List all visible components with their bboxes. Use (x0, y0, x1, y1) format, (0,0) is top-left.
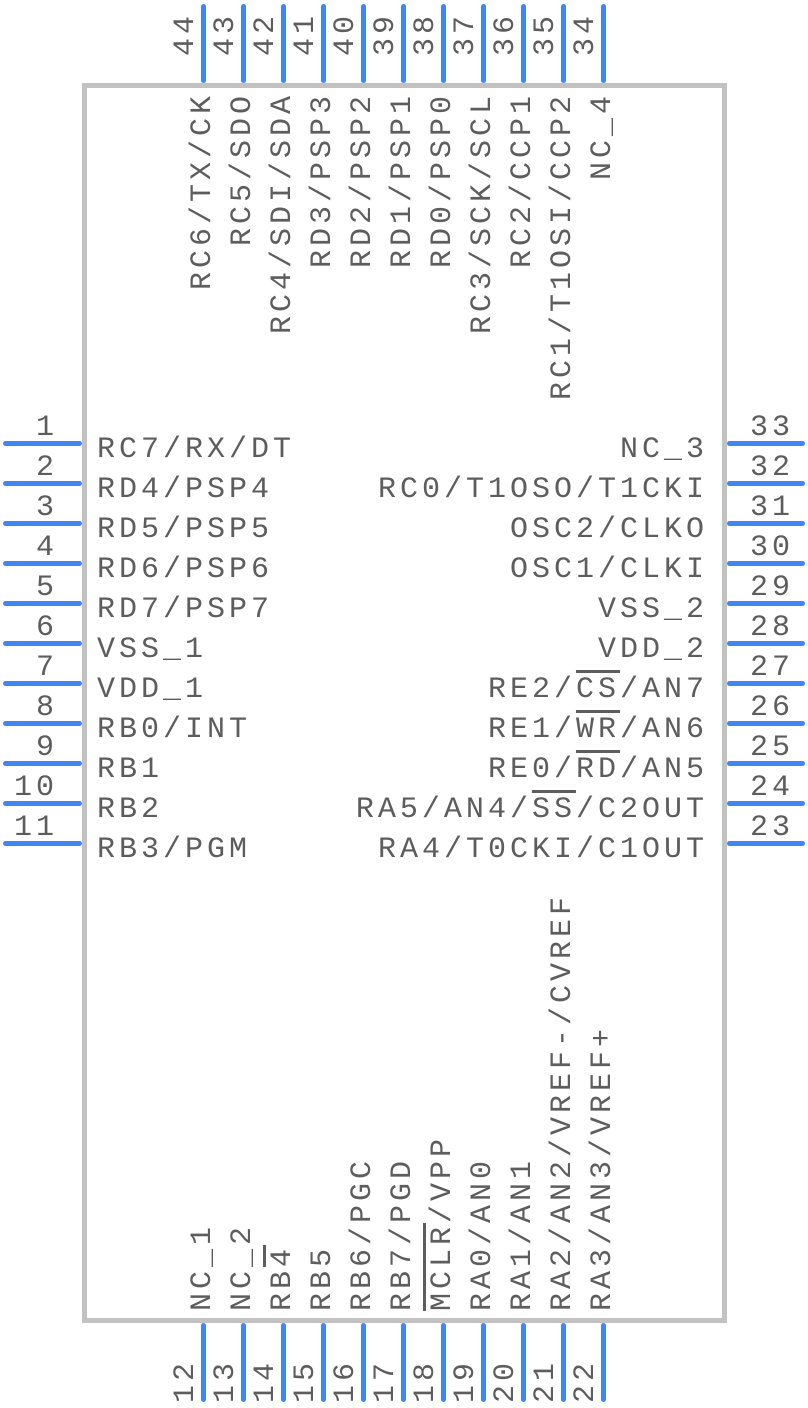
pin-label-24: RA5/AN4/SS/C2OUT (355, 793, 708, 827)
pin-label-30: OSC1/CLKI (509, 553, 708, 587)
pin-line-12[interactable] (201, 1323, 206, 1402)
pin-label-10: RB2 (97, 793, 164, 827)
pin-label-1: RC7/RX/DT (97, 433, 296, 467)
pin-label-33: NC_3 (619, 433, 708, 467)
pin-label-3: RD5/PSP5 (97, 513, 274, 547)
overbar-signal: SS (531, 793, 576, 827)
pin-line-3[interactable] (3, 521, 82, 526)
pin-number-1: 1 (35, 411, 58, 445)
pin-line-23[interactable] (727, 841, 805, 846)
pin-line-30[interactable] (727, 561, 805, 566)
pin-label-5: RD7/PSP7 (97, 593, 274, 627)
pin-number-26: 26 (750, 691, 795, 725)
pin-line-2[interactable] (3, 481, 82, 486)
pin-line-32[interactable] (727, 481, 805, 486)
pin-label-26: RE1/WR/AN6 (487, 713, 708, 747)
pin-line-6[interactable] (3, 641, 82, 646)
pin-line-27[interactable] (727, 681, 805, 686)
pin-number-24: 24 (750, 771, 795, 805)
pin-label-8: RB0/INT (97, 713, 252, 747)
pin-number-25: 25 (750, 731, 795, 765)
pin-number-11: 11 (13, 811, 58, 845)
pin-line-22[interactable] (601, 1323, 606, 1402)
pin-label-6: VSS_1 (97, 633, 208, 667)
pin-line-10[interactable] (3, 801, 82, 806)
pin-line-20[interactable] (521, 1323, 526, 1402)
pin-line-40[interactable] (361, 4, 366, 83)
pin-label-2: RD4/PSP4 (97, 473, 274, 507)
pin-line-39[interactable] (401, 4, 406, 83)
overbar-signal: CS (575, 673, 620, 707)
pin-label-7: VDD_1 (97, 673, 208, 707)
pin-label-9: RB1 (97, 753, 164, 787)
pin-line-29[interactable] (727, 601, 805, 606)
pin-number-4: 4 (35, 531, 58, 565)
pin-number-2: 2 (35, 451, 58, 485)
pin-line-11[interactable] (3, 841, 82, 846)
pin-line-15[interactable] (321, 1323, 326, 1402)
pin-number-23: 23 (750, 811, 795, 845)
pin-line-21[interactable] (561, 1323, 566, 1402)
pin-label-25: RE0/RD/AN5 (487, 753, 708, 787)
pin-number-30: 30 (750, 531, 795, 565)
pin-label-32: RC0/T1OSO/T1CKI (377, 473, 708, 507)
pin-label-31: OSC2/CLKO (509, 513, 708, 547)
pin-number-9: 9 (35, 731, 58, 765)
pin-label-11: RB3/PGM (97, 833, 252, 867)
ic-body (82, 83, 727, 1323)
pin-line-28[interactable] (727, 641, 805, 646)
pin-line-19[interactable] (481, 1323, 486, 1402)
pin-number-31: 31 (750, 491, 795, 525)
pin-line-31[interactable] (727, 521, 805, 526)
pin-line-13[interactable] (241, 1323, 246, 1402)
pin-line-16[interactable] (361, 1323, 366, 1402)
pin-line-44[interactable] (201, 4, 206, 83)
pin-line-42[interactable] (281, 4, 286, 83)
overbar-signal: WR (575, 713, 620, 747)
pin-line-41[interactable] (321, 4, 326, 83)
pin-label-4: RD6/PSP6 (97, 553, 274, 587)
pin-label-23: RA4/T0CKI/C1OUT (377, 833, 708, 867)
pin-line-24[interactable] (727, 801, 805, 806)
pin-label-29: VSS_2 (597, 593, 708, 627)
pin-line-4[interactable] (3, 561, 82, 566)
pin-number-27: 27 (750, 651, 795, 685)
pin-number-32: 32 (750, 451, 795, 485)
pin-number-33: 33 (750, 411, 795, 445)
pin-line-38[interactable] (441, 4, 446, 83)
pin-line-37[interactable] (481, 4, 486, 83)
pin-label-22: RA3/AN3/VREF+ (586, 1024, 620, 1311)
pin-line-17[interactable] (401, 1323, 406, 1402)
pin-line-35[interactable] (561, 4, 566, 83)
pin-number-29: 29 (750, 571, 795, 605)
pin-line-7[interactable] (3, 681, 82, 686)
pin-line-33[interactable] (727, 441, 805, 446)
pin-line-9[interactable] (3, 761, 82, 766)
pin-label-34: NC_4 (586, 92, 620, 181)
pin-number-8: 8 (35, 691, 58, 725)
pin-label-27: RE2/CS/AN7 (487, 673, 708, 707)
pin-line-18[interactable] (441, 1323, 446, 1402)
pin-line-5[interactable] (3, 601, 82, 606)
pin-line-8[interactable] (3, 721, 82, 726)
pin-line-34[interactable] (601, 4, 606, 83)
pin-number-28: 28 (750, 611, 795, 645)
pin-line-26[interactable] (727, 721, 805, 726)
pin-label-28: VDD_2 (597, 633, 708, 667)
pin-number-7: 7 (35, 651, 58, 685)
pin-number-10: 10 (13, 771, 58, 805)
pin-number-3: 3 (35, 491, 58, 525)
overbar-signal: RD (575, 753, 620, 787)
pin-line-25[interactable] (727, 761, 805, 766)
pin-line-14[interactable] (281, 1323, 286, 1402)
pin-line-36[interactable] (521, 4, 526, 83)
pin-line-43[interactable] (241, 4, 246, 83)
pin-line-1[interactable] (3, 441, 82, 446)
pin-number-6: 6 (35, 611, 58, 645)
pin-number-5: 5 (35, 571, 58, 605)
